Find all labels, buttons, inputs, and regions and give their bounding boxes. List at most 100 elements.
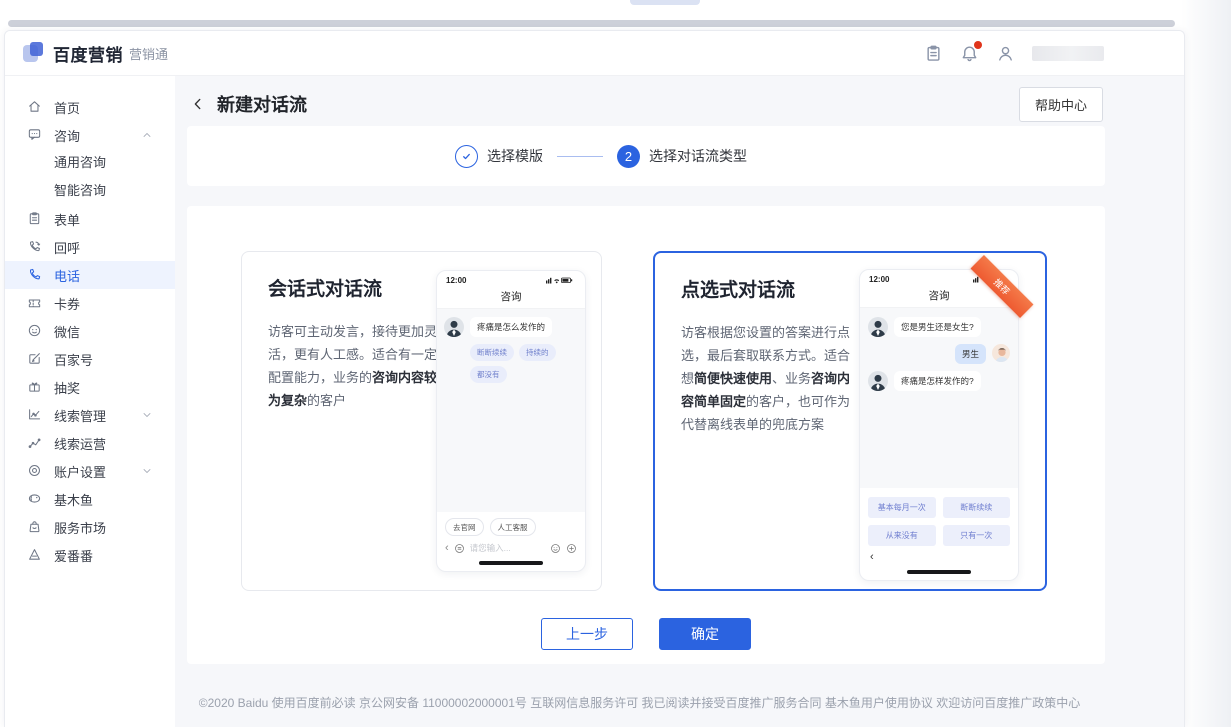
chat-message: 疼痛是怎样发作的? bbox=[868, 371, 1010, 391]
shortcut-chip-group: 去官网人工客服 bbox=[445, 518, 577, 536]
description-text: 访客根据您设置的答案进行点选，最后套取联系方式。适合想 bbox=[681, 325, 851, 386]
agent-avatar bbox=[868, 371, 888, 391]
footer-legal: ©2020 Baidu 使用百度前必读 京公网安备 11000002000001… bbox=[198, 696, 1081, 710]
sidebar-item-leads-management[interactable]: 线索管理 bbox=[5, 401, 175, 429]
option-description: 访客根据您设置的答案进行点选，最后套取联系方式。适合想简便快速使用、业务咨询内容… bbox=[681, 321, 857, 436]
sidebar-item-label: 电话 bbox=[54, 268, 81, 284]
baijiahao-icon bbox=[27, 351, 43, 367]
baidu-marketing-logo-icon bbox=[23, 42, 45, 64]
clipboard-icon[interactable] bbox=[924, 44, 944, 64]
answer-option-group: 基本每月一次断断续续从来没有只有一次 bbox=[860, 488, 1018, 546]
voice-toggle-icon bbox=[454, 543, 464, 553]
back-button[interactable] bbox=[191, 95, 209, 113]
step-connector bbox=[557, 155, 603, 157]
sidebar-item-label: 基木鱼 bbox=[54, 492, 94, 508]
stepper: 选择模版 2 选择对话流类型 bbox=[187, 126, 1105, 186]
horizontal-scrollbar[interactable] bbox=[8, 20, 1175, 27]
status-icons bbox=[546, 277, 573, 284]
description-emphasis: 咨询内容较为复杂 bbox=[268, 370, 438, 408]
sidebar-item-smart-consult[interactable]: 智能咨询 bbox=[54, 183, 107, 198]
sidebar-item-wechat[interactable]: 微信 bbox=[5, 317, 175, 345]
collapse-icon: ‹ bbox=[445, 541, 449, 554]
sidebar: 首页咨询通用咨询智能咨询表单回呼电话卡券微信百家号抽奖线索管理线索运营账户设置基… bbox=[5, 76, 175, 727]
logo-subtitle: 营销通 bbox=[129, 46, 169, 62]
option-card-click-select[interactable]: 点选式对话流 访客根据您设置的答案进行点选，最后套取联系方式。适合想简便快速使用… bbox=[653, 251, 1047, 591]
sidebar-item-label: 线索运营 bbox=[54, 436, 107, 452]
sidebar-item-label: 爱番番 bbox=[54, 548, 94, 564]
phone-chat-title: 咨询 bbox=[860, 288, 1018, 308]
check-icon bbox=[455, 144, 478, 168]
chat-message: 疼痛是怎么发作的 bbox=[444, 317, 578, 337]
answer-option-button: 基本每月一次 bbox=[868, 497, 936, 518]
user-name-redacted[interactable] bbox=[1032, 46, 1104, 61]
phone-icon bbox=[27, 267, 43, 283]
sidebar-item-leads-operation[interactable]: 线索运营 bbox=[5, 429, 175, 457]
header-icon-group bbox=[924, 40, 1016, 64]
confirm-button[interactable]: 确定 bbox=[659, 618, 751, 650]
page-title-row: 新建对话流 帮助中心 bbox=[191, 86, 1103, 122]
help-center-button[interactable]: 帮助中心 bbox=[1018, 86, 1103, 122]
description-text: 的客户，也可作为代替离线表单的兜底方案 bbox=[681, 394, 851, 432]
leads-ops-icon bbox=[27, 435, 43, 451]
phone-chat-title: 咨询 bbox=[437, 289, 585, 309]
gift-icon bbox=[27, 379, 43, 395]
bell-icon[interactable] bbox=[960, 40, 982, 64]
sidebar-item-baijiahao[interactable]: 百家号 bbox=[5, 345, 175, 373]
sidebar-item-label: 回呼 bbox=[54, 240, 81, 256]
sidebar-item-coupon[interactable]: 卡券 bbox=[5, 289, 175, 317]
plus-icon bbox=[567, 543, 576, 553]
step-choose-template: 选择模版 bbox=[455, 144, 543, 168]
chevron-up-icon bbox=[141, 129, 153, 141]
home-indicator bbox=[479, 561, 543, 565]
sidebar-item-jimuyu[interactable]: 基木鱼 bbox=[5, 485, 175, 513]
agent-avatar bbox=[868, 317, 888, 337]
sidebar-item-label: 百家号 bbox=[54, 352, 94, 368]
home-icon bbox=[27, 99, 43, 115]
answer-option-button: 从来没有 bbox=[868, 525, 936, 546]
window-right-gutter bbox=[1181, 0, 1231, 727]
phone-chat-area: 您是男生还是女生? 男生疼痛是怎样发作的? bbox=[860, 308, 1018, 488]
sidebar-item-lottery[interactable]: 抽奖 bbox=[5, 373, 175, 401]
status-time: 12:00 bbox=[869, 274, 890, 284]
sidebar-item-label: 咨询 bbox=[54, 128, 81, 144]
chat-bubble-user: 男生 bbox=[954, 344, 986, 364]
phone-chat-area: 疼痛是怎么发作的 断断续续持续的都没有 bbox=[437, 309, 585, 512]
sidebar-item-account-settings[interactable]: 账户设置 bbox=[5, 457, 175, 485]
sidebar-item-callback[interactable]: 回呼 bbox=[5, 233, 175, 261]
content-area: 新建对话流 帮助中心 选择模版 2 选择对话流类型 会话式对话流 访客可主动发言… bbox=[175, 76, 1184, 727]
sidebar-item-home[interactable]: 首页 bbox=[5, 93, 175, 121]
chat-bubble: 疼痛是怎么发作的 bbox=[470, 317, 553, 337]
sidebar-item-form[interactable]: 表单 bbox=[5, 205, 175, 233]
browser-notch bbox=[630, 0, 700, 5]
user-icon[interactable] bbox=[996, 44, 1016, 64]
aifanfan-icon bbox=[27, 547, 43, 563]
option-title: 点选式对话流 bbox=[681, 280, 796, 301]
sidebar-item-label: 卡券 bbox=[54, 296, 81, 312]
chat-bubble: 疼痛是怎样发作的? bbox=[894, 371, 981, 391]
callback-icon bbox=[27, 239, 43, 255]
settings-icon bbox=[27, 463, 43, 479]
chat-message: 您是男生还是女生? bbox=[868, 317, 1010, 337]
phone-input-row: ‹ 请您输入... bbox=[445, 542, 577, 554]
step-label: 选择模版 bbox=[487, 148, 543, 164]
step-number-badge: 2 bbox=[617, 144, 640, 168]
emoji-icon bbox=[551, 543, 560, 553]
previous-step-button[interactable]: 上一步 bbox=[541, 618, 633, 650]
step-label: 选择对话流类型 bbox=[649, 148, 747, 164]
sidebar-item-label: 微信 bbox=[54, 324, 81, 340]
sidebar-item-phone[interactable]: 电话 bbox=[5, 261, 175, 289]
visitor-avatar bbox=[992, 344, 1010, 362]
phone-preview-click-select: 推荐 12:00 咨询 您是男生还是女生?男生疼痛是怎样发作的? 基本每月一次断… bbox=[859, 255, 1034, 581]
wechat-icon bbox=[27, 323, 43, 339]
logo[interactable]: 百度营销 营销通 bbox=[23, 41, 168, 66]
sidebar-item-consult[interactable]: 咨询 bbox=[5, 121, 175, 149]
option-card-conversational[interactable]: 会话式对话流 访客可主动发言，接待更加灵活，更有人工感。适合有一定配置能力，业务… bbox=[241, 251, 602, 591]
sidebar-item-aifanfan[interactable]: 爱番番 bbox=[5, 541, 175, 569]
notification-dot bbox=[974, 40, 982, 49]
quick-reply-pill: 持续的 bbox=[519, 344, 556, 361]
shortcut-chip: 人工客服 bbox=[489, 518, 536, 536]
sidebar-item-service-market[interactable]: 服务市场 bbox=[5, 513, 175, 541]
description-emphasis: 咨询内容简单固定 bbox=[681, 371, 851, 409]
description-emphasis: 简便快速使用 bbox=[694, 371, 773, 386]
sidebar-item-general-consult[interactable]: 通用咨询 bbox=[54, 155, 107, 170]
